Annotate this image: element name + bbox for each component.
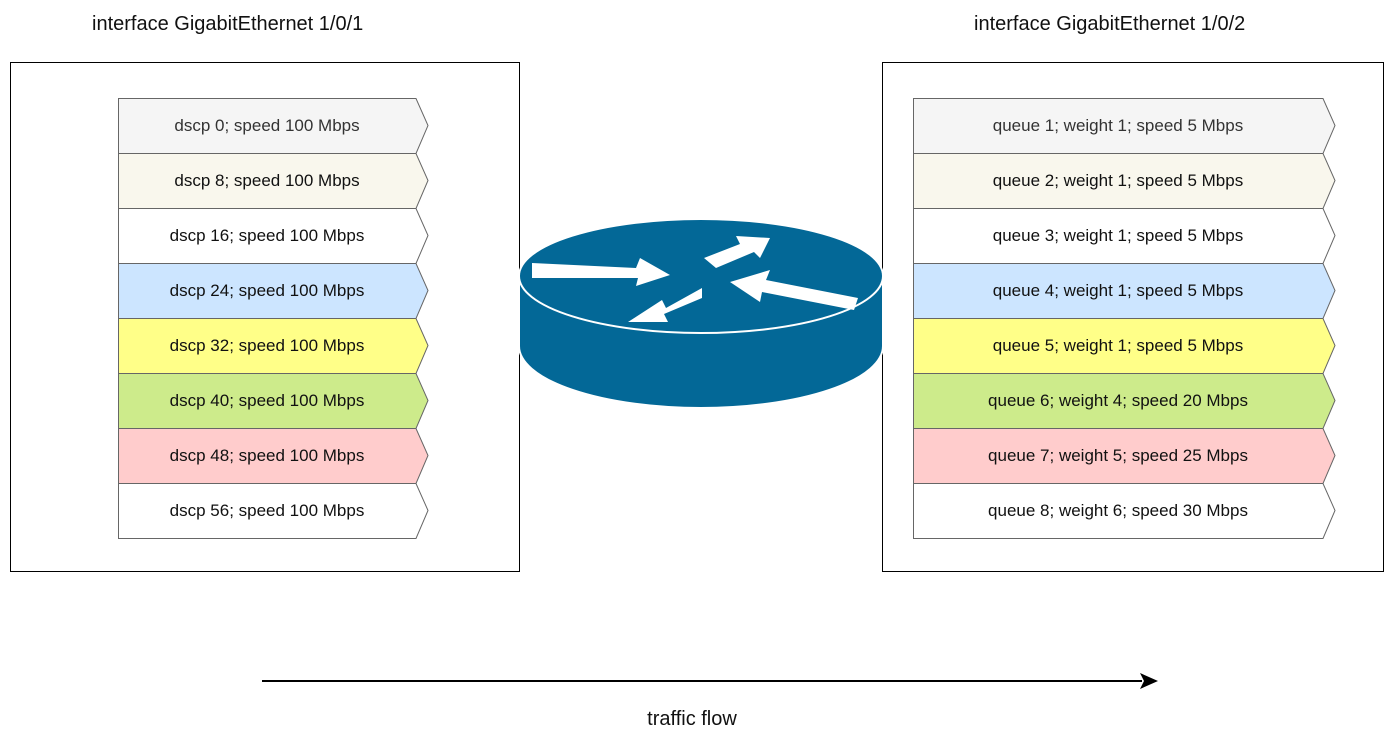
dscp-row-label: dscp 0; speed 100 Mbps: [174, 115, 360, 135]
queue-row-1: queue 1; weight 1; speed 5 Mbps: [913, 98, 1336, 154]
queue-row-label: queue 3; weight 1; speed 5 Mbps: [992, 225, 1244, 245]
dscp-row-shape: [118, 153, 429, 209]
queue-row-label: queue 1; weight 1; speed 5 Mbps: [992, 115, 1244, 135]
router-top: [518, 218, 884, 334]
dscp-row-shape: [118, 263, 429, 319]
queue-row-shape: [913, 428, 1336, 484]
queue-row-7: queue 7; weight 5; speed 25 Mbps: [913, 428, 1336, 484]
dscp-row-7: dscp 48; speed 100 Mbps: [118, 428, 429, 484]
dscp-row-shape: [118, 428, 429, 484]
queue-row-shape: [913, 318, 1336, 374]
dscp-row-label: dscp 40; speed 100 Mbps: [169, 390, 365, 410]
queue-row-5: queue 5; weight 1; speed 5 Mbps: [913, 318, 1336, 374]
dscp-row-shape: [118, 373, 429, 429]
queue-row-shape: [913, 263, 1336, 319]
queue-row-label: queue 8; weight 6; speed 30 Mbps: [988, 500, 1248, 520]
queue-row-shape: [913, 98, 1336, 154]
dscp-row-shape: [118, 208, 429, 264]
traffic-flow-arrow: [262, 673, 1158, 689]
left-interface-title: interface GigabitEthernet 1/0/1: [92, 13, 364, 35]
dscp-row-3: dscp 16; speed 100 Mbps: [118, 208, 429, 264]
router-icon: [518, 218, 884, 409]
queue-row-shape: [913, 373, 1336, 429]
queue-row-6: queue 6; weight 4; speed 20 Mbps: [913, 373, 1336, 429]
dscp-row-label: dscp 48; speed 100 Mbps: [169, 445, 365, 465]
traffic-flow-label: traffic flow: [647, 708, 737, 730]
left-dscp-list: dscp 0; speed 100 Mbps dscp 8; speed 100 …: [118, 98, 430, 539]
queue-row-label: queue 2; weight 1; speed 5 Mbps: [992, 170, 1244, 190]
dscp-row-label: dscp 16; speed 100 Mbps: [169, 225, 365, 245]
arrow-out-top: [704, 236, 770, 268]
dscp-row-8: dscp 56; speed 100 Mbps: [118, 483, 429, 539]
dscp-row-shape: [118, 318, 429, 374]
queue-row-label: queue 5; weight 1; speed 5 Mbps: [992, 335, 1244, 355]
dscp-row-label: dscp 24; speed 100 Mbps: [169, 280, 365, 300]
right-queue-list: queue 1; weight 1; speed 5 Mbps queue 2; …: [913, 98, 1337, 539]
dscp-row-label: dscp 8; speed 100 Mbps: [174, 170, 360, 190]
queue-row-2: queue 2; weight 1; speed 5 Mbps: [913, 153, 1336, 209]
dscp-row-5: dscp 32; speed 100 Mbps: [118, 318, 429, 374]
dscp-row-label: dscp 56; speed 100 Mbps: [169, 500, 365, 520]
dscp-row-shape: [118, 483, 429, 539]
queue-row-shape: [913, 208, 1336, 264]
queue-row-label: queue 7; weight 5; speed 25 Mbps: [988, 445, 1248, 465]
queue-row-8: queue 8; weight 6; speed 30 Mbps: [913, 483, 1336, 539]
dscp-row-6: dscp 40; speed 100 Mbps: [118, 373, 429, 429]
queue-row-label: queue 6; weight 4; speed 20 Mbps: [988, 390, 1248, 410]
arrow-in-left: [532, 258, 670, 286]
dscp-row-4: dscp 24; speed 100 Mbps: [118, 263, 429, 319]
queue-row-4: queue 4; weight 1; speed 5 Mbps: [913, 263, 1336, 319]
queue-row-shape: [913, 483, 1336, 539]
arrow-out-bottom: [628, 288, 702, 322]
right-interface-title: interface GigabitEthernet 1/0/2: [974, 13, 1246, 35]
dscp-row-label: dscp 32; speed 100 Mbps: [169, 335, 365, 355]
queue-row-label: queue 4; weight 1; speed 5 Mbps: [992, 280, 1244, 300]
dscp-row-shape: [118, 98, 429, 154]
queue-row-shape: [913, 153, 1336, 209]
queue-row-3: queue 3; weight 1; speed 5 Mbps: [913, 208, 1336, 264]
dscp-row-2: dscp 8; speed 100 Mbps: [118, 153, 429, 209]
arrow-in-right: [730, 270, 858, 310]
dscp-row-1: dscp 0; speed 100 Mbps: [118, 98, 429, 154]
